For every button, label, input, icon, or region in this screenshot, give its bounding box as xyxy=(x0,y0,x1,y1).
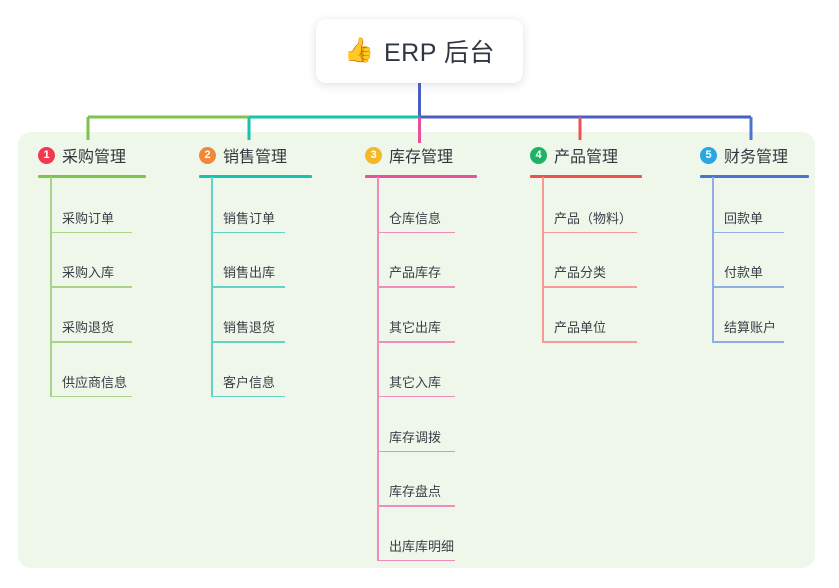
branch-rail-4 xyxy=(542,177,544,342)
leaf-node-rule xyxy=(211,395,285,398)
leaf-node-rule xyxy=(377,231,455,234)
branch-rail-3 xyxy=(377,177,379,560)
leaf-node-rule xyxy=(377,286,455,288)
branch-column-4: 4 产品管理产品（物料） 产品分类产品单位 xyxy=(530,0,682,588)
branch-header-rule-2 xyxy=(199,175,312,178)
leaf-node-rule xyxy=(712,231,784,234)
branch-header-3[interactable]: 3 库存管理 xyxy=(365,143,453,167)
leaf-node-label: 付款单 xyxy=(724,265,764,281)
branch-badge-5: 5 xyxy=(700,146,717,164)
leaf-node-rule xyxy=(377,505,455,507)
root-node[interactable]: 👍 ERP 后台 xyxy=(316,19,523,83)
branches-panel xyxy=(18,132,815,568)
leaf-node-label: 产品库存 xyxy=(389,265,442,281)
branch-badge-3: 3 xyxy=(365,146,382,164)
branch-title-2: 销售管理 xyxy=(223,149,288,166)
leaf-node-rule xyxy=(712,341,784,343)
branch-column-5: 5 财务管理回款单付款单结算账户 xyxy=(700,0,839,588)
branch-column-1: 1 采购管理采购订单采购入库采购退货供应商信息 xyxy=(38,0,186,588)
leaf-node-rule xyxy=(712,286,784,288)
leaf-node-label: 产品（物料） xyxy=(554,210,633,226)
leaf-node-label: 采购入库 xyxy=(62,265,115,281)
leaf-node-label: 结算账户 xyxy=(724,320,777,336)
branch-title-3: 库存管理 xyxy=(389,149,454,166)
leaf-node-rule xyxy=(542,286,637,288)
branch-rail-5 xyxy=(712,177,714,342)
branch-badge-1: 1 xyxy=(38,146,55,164)
branch-header-1[interactable]: 1 采购管理 xyxy=(38,143,126,167)
leaf-node-rule xyxy=(377,341,455,343)
branch-header-rule-5 xyxy=(700,175,809,178)
leaf-node-rule xyxy=(50,341,132,343)
leaf-node-rule xyxy=(377,559,455,562)
branch-column-2: 2 销售管理销售订单销售出库销售退货客户信息 xyxy=(199,0,352,588)
branch-badge-2: 2 xyxy=(199,146,216,164)
branch-title-5: 财务管理 xyxy=(724,149,789,166)
root-node-label: ERP 后台 xyxy=(383,39,495,67)
leaf-node-label: 其它入库 xyxy=(389,374,442,390)
branch-column-3: 3 库存管理仓库信息产品库存其它出库其它入库库存调拨库存盘点出库库明细 xyxy=(365,0,517,588)
leaf-node-rule xyxy=(211,286,285,288)
thumbs-up-icon: 👍 xyxy=(344,37,374,64)
branch-header-5[interactable]: 5 财务管理 xyxy=(700,143,788,167)
leaf-node-label: 回款单 xyxy=(724,210,764,226)
leaf-node-label: 销售出库 xyxy=(223,265,276,281)
leaf-node-label: 销售订单 xyxy=(223,210,276,226)
branch-header-4[interactable]: 4 产品管理 xyxy=(530,143,618,167)
branch-header-rule-4 xyxy=(530,175,642,178)
leaf-node-label: 采购订单 xyxy=(62,210,115,226)
leaf-node-label: 出库库明细 xyxy=(389,538,455,554)
leaf-node-rule xyxy=(542,341,637,343)
leaf-node-label: 产品单位 xyxy=(554,320,607,336)
leaf-node-rule xyxy=(50,395,132,398)
leaf-node-label: 采购退货 xyxy=(62,320,115,336)
leaf-node-label: 仓库信息 xyxy=(389,210,442,226)
leaf-node-label: 客户信息 xyxy=(223,374,276,390)
leaf-node-label: 产品分类 xyxy=(554,265,607,281)
branch-title-4: 产品管理 xyxy=(554,149,619,166)
leaf-node-label: 库存调拨 xyxy=(389,429,442,445)
leaf-node-rule xyxy=(211,231,285,234)
branch-header-rule-3 xyxy=(365,175,477,178)
leaf-node-rule xyxy=(50,286,132,288)
branch-badge-4: 4 xyxy=(530,146,547,164)
branch-title-1: 采购管理 xyxy=(62,149,127,166)
leaf-node-rule xyxy=(377,395,455,398)
leaf-node-label: 库存盘点 xyxy=(389,484,442,500)
leaf-node-rule xyxy=(50,231,132,234)
leaf-node-label: 其它出库 xyxy=(389,320,442,336)
leaf-node-label: 销售退货 xyxy=(223,320,276,336)
leaf-node-rule xyxy=(211,341,285,343)
leaf-node-rule xyxy=(542,231,637,234)
leaf-node-label: 供应商信息 xyxy=(62,374,128,390)
leaf-node-rule xyxy=(377,450,455,453)
branch-header-2[interactable]: 2 销售管理 xyxy=(199,143,287,167)
branch-header-rule-1 xyxy=(38,175,146,178)
